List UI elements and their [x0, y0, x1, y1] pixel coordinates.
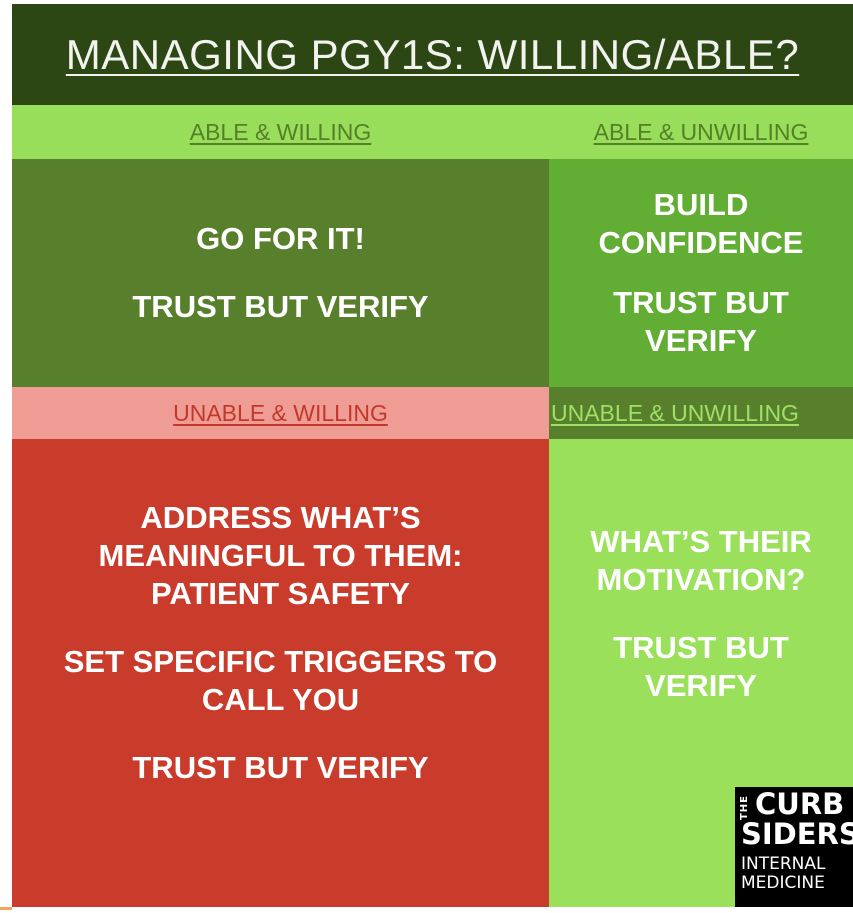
- label-band-unable-willing: UNABLE & WILLING: [12, 387, 549, 439]
- quadrant-text: ADDRESS WHAT’S MEANINGFUL TO THEM: PATIE…: [98, 500, 463, 611]
- quadrant-unable-unwilling: WHAT’S THEIR MOTIVATION? TRUST BUT VERIF…: [549, 439, 853, 907]
- logo-line-4: MEDICINE: [741, 873, 825, 893]
- logo-line-3: INTERNAL: [741, 854, 826, 874]
- quadrant-diagram: MANAGING PGY1S: WILLING/ABLE? ABLE & WIL…: [12, 4, 853, 907]
- quadrant-text: WHAT’S THEIR MOTIVATION?: [590, 524, 812, 597]
- diagram-title: MANAGING PGY1S: WILLING/ABLE?: [65, 30, 800, 78]
- quadrant-able-unwilling: BUILD CONFIDENCE TRUST BUT VERIFY: [549, 159, 853, 387]
- label-band-able-unwilling: ABLE & UNWILLING: [549, 105, 853, 159]
- quadrant-text: GO FOR IT!: [196, 221, 365, 256]
- quadrant-label-unable-unwilling: UNABLE & UNWILLING: [551, 399, 799, 426]
- quadrant-able-willing: GO FOR IT! TRUST BUT VERIFY: [12, 159, 549, 387]
- label-band-unable-unwilling: UNABLE & UNWILLING: [549, 387, 853, 439]
- quadrant-label-able-willing: ABLE & WILLING: [189, 118, 372, 145]
- label-band-able-willing: ABLE & WILLING: [12, 105, 549, 159]
- quadrant-label-unable-willing: UNABLE & WILLING: [173, 399, 388, 426]
- title-bar: MANAGING PGY1S: WILLING/ABLE?: [12, 4, 853, 105]
- quadrant-text: BUILD CONFIDENCE: [598, 187, 804, 260]
- quadrant-text: TRUST BUT VERIFY: [132, 750, 429, 785]
- quadrant-text: TRUST BUT VERIFY: [613, 285, 789, 358]
- edge-accent: [0, 907, 12, 910]
- quadrant-text: SET SPECIFIC TRIGGERS TO CALL YOU: [63, 644, 498, 717]
- logo-line-2: SIDERS: [741, 817, 853, 851]
- quadrant-label-able-unwilling: ABLE & UNWILLING: [593, 118, 809, 145]
- curbsiders-logo: THE CURB SIDERS INTERNAL MEDICINE: [735, 787, 853, 907]
- quadrant-text: TRUST BUT VERIFY: [613, 630, 789, 703]
- logo-line-1: CURB: [755, 787, 845, 821]
- quadrant-unable-willing: ADDRESS WHAT’S MEANINGFUL TO THEM: PATIE…: [12, 439, 549, 907]
- quadrant-text: TRUST BUT VERIFY: [132, 289, 429, 324]
